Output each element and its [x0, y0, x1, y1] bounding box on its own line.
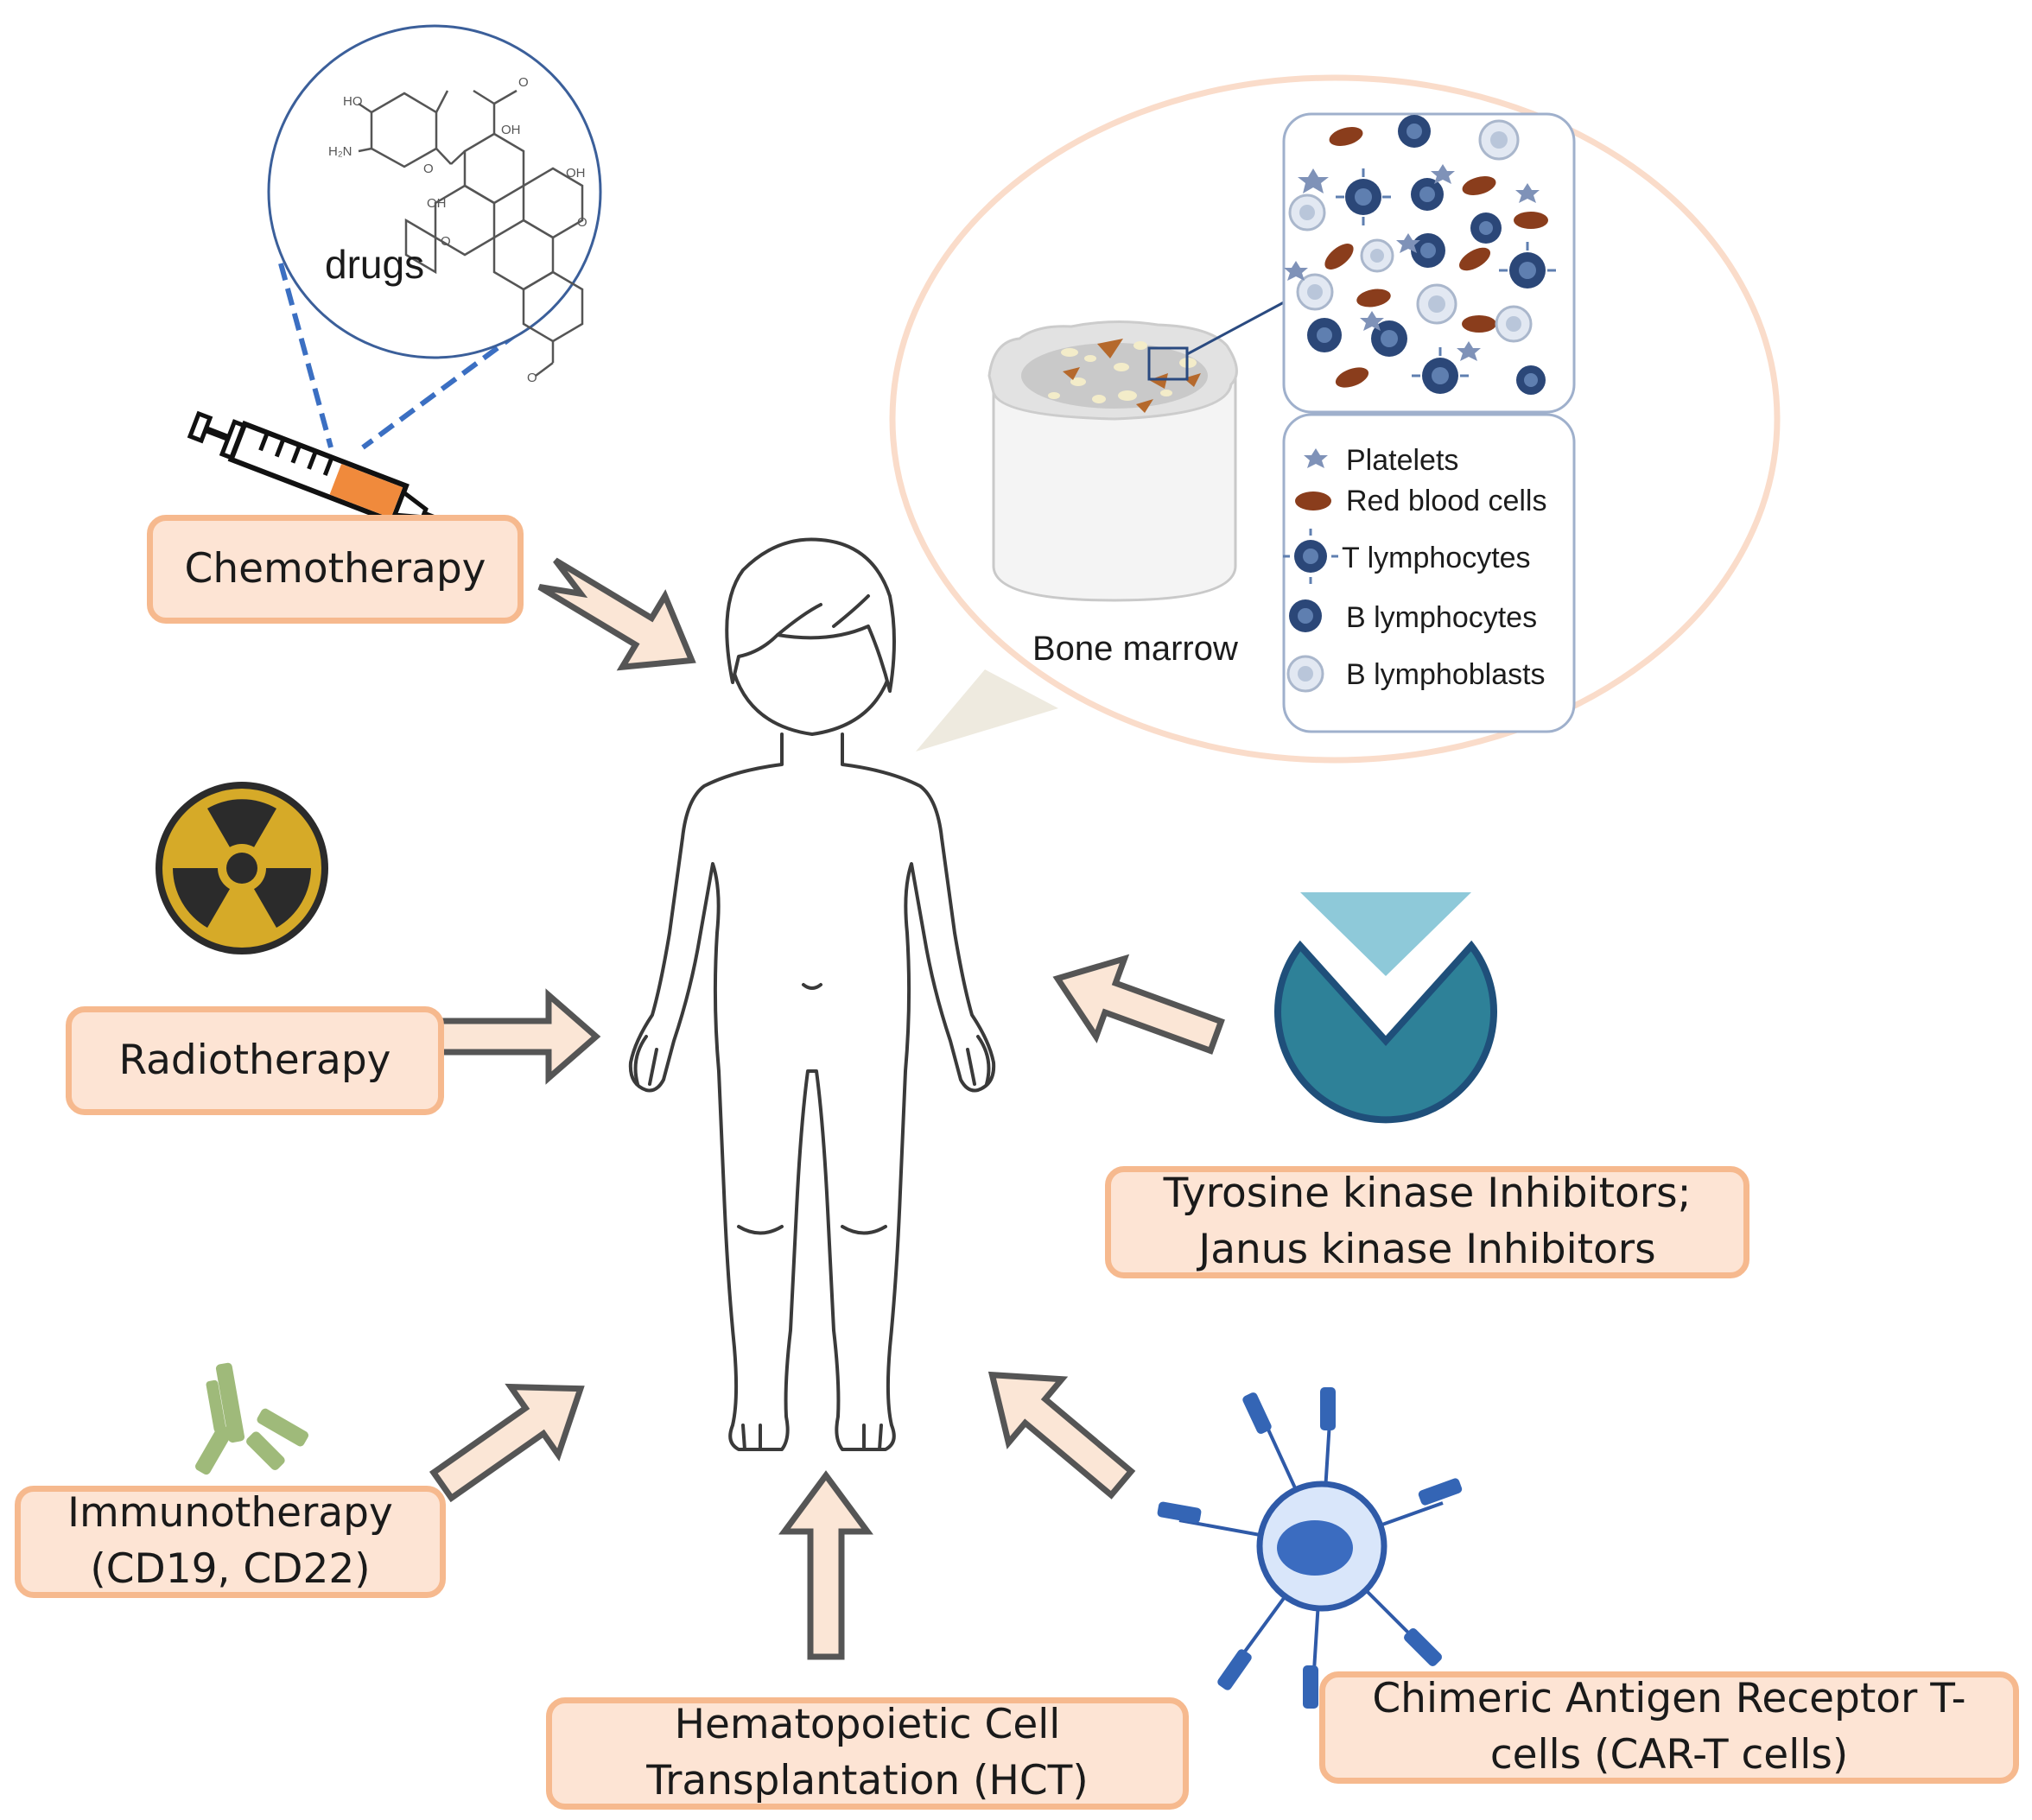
- drugs-zoom: HO H₂N O O OH OH OH O O O drugs: [267, 24, 602, 450]
- legend-red-blood-cells: Red blood cells: [1295, 485, 1546, 517]
- kinase-inhibitors-label-line2: Janus kinase Inhibitors: [1198, 1226, 1656, 1273]
- legend-t-lymphocytes: T lymphocytes: [1283, 529, 1531, 584]
- kinase-inhibitor-icon: [1274, 892, 1497, 1124]
- kinase-inhibitors-box: Tyrosine kinase Inhibitors; Janus kinase…: [1105, 1166, 1749, 1278]
- svg-text:O: O: [441, 234, 451, 249]
- svg-text:H₂N: H₂N: [328, 144, 352, 159]
- car-t-label-line2: cells (CAR-T cells): [1489, 1731, 1849, 1779]
- svg-text:T lymphocytes: T lymphocytes: [1342, 542, 1531, 574]
- svg-text:OH: OH: [427, 196, 447, 211]
- arrow-radiotherapy: [437, 988, 601, 1085]
- radiation-icon: [156, 782, 328, 954]
- drugs-circle: [267, 24, 602, 359]
- immunotherapy-label-line1: Immunotherapy: [67, 1489, 393, 1538]
- svg-text:Platelets: Platelets: [1346, 444, 1458, 477]
- svg-text:B lymphocytes: B lymphocytes: [1346, 601, 1537, 634]
- car-t-box: Chimeric Antigen Receptor T- cells (CAR-…: [1319, 1671, 2019, 1784]
- hct-label-line1: Hematopoietic Cell: [674, 1701, 1061, 1749]
- car-t-cell-icon: [1157, 1387, 1463, 1709]
- bone-marrow-cylinder: [987, 320, 1238, 602]
- syringe-icon: [187, 410, 461, 530]
- hct-label-line2: Transplantation (HCT): [646, 1757, 1089, 1804]
- bone-marrow-callout: Bone marrow: [889, 74, 1781, 764]
- hct-box: Hematopoietic Cell Transplantation (HCT): [546, 1697, 1189, 1810]
- svg-text:O: O: [577, 215, 587, 230]
- chemotherapy-label: Chemotherapy: [184, 544, 486, 593]
- zoom-line: [1186, 301, 1285, 356]
- immunotherapy-label-line2: (CD19, CD22): [90, 1545, 371, 1593]
- arrow-car-t: [987, 1371, 1136, 1500]
- svg-text:O: O: [527, 371, 537, 385]
- cell-legend-panel: [1282, 413, 1576, 733]
- kinase-inhibitors-label-line1: Tyrosine kinase Inhibitors;: [1163, 1170, 1692, 1218]
- drug-molecule-icon: [358, 89, 584, 377]
- arrow-kinase-inhibitors: [1052, 954, 1225, 1055]
- svg-text:O: O: [518, 75, 529, 90]
- svg-text:O: O: [423, 162, 434, 176]
- callout-pointer: [916, 669, 1058, 751]
- svg-text:OH: OH: [566, 166, 586, 181]
- cell-cluster: [1284, 115, 1556, 395]
- svg-text:OH: OH: [501, 123, 521, 137]
- antibody-icon: [195, 1362, 309, 1475]
- svg-text:Red blood cells: Red blood cells: [1346, 485, 1546, 517]
- arrow-hct: [778, 1470, 873, 1660]
- legend-b-lymphoblasts: B lymphoblasts: [1286, 655, 1546, 693]
- svg-text:HO: HO: [343, 94, 363, 109]
- bone-marrow-label: Bone marrow: [1032, 630, 1238, 668]
- legend-b-lymphocytes: B lymphocytes: [1289, 599, 1537, 634]
- chemotherapy-box: Chemotherapy: [147, 515, 524, 624]
- radiotherapy-box: Radiotherapy: [66, 1006, 444, 1115]
- drugs-label: drugs: [325, 242, 424, 287]
- legend-platelets: Platelets: [1304, 444, 1458, 477]
- arrows: [429, 557, 1225, 1660]
- arrow-chemotherapy: [537, 557, 696, 671]
- car-t-label-line1: Chimeric Antigen Receptor T-: [1372, 1675, 1966, 1723]
- immunotherapy-box: Immunotherapy (CD19, CD22): [15, 1486, 446, 1598]
- radiotherapy-label: Radiotherapy: [118, 1036, 391, 1084]
- child-figure: [628, 537, 996, 1451]
- arrow-immunotherapy: [429, 1383, 585, 1503]
- svg-text:B lymphoblasts: B lymphoblasts: [1346, 658, 1546, 691]
